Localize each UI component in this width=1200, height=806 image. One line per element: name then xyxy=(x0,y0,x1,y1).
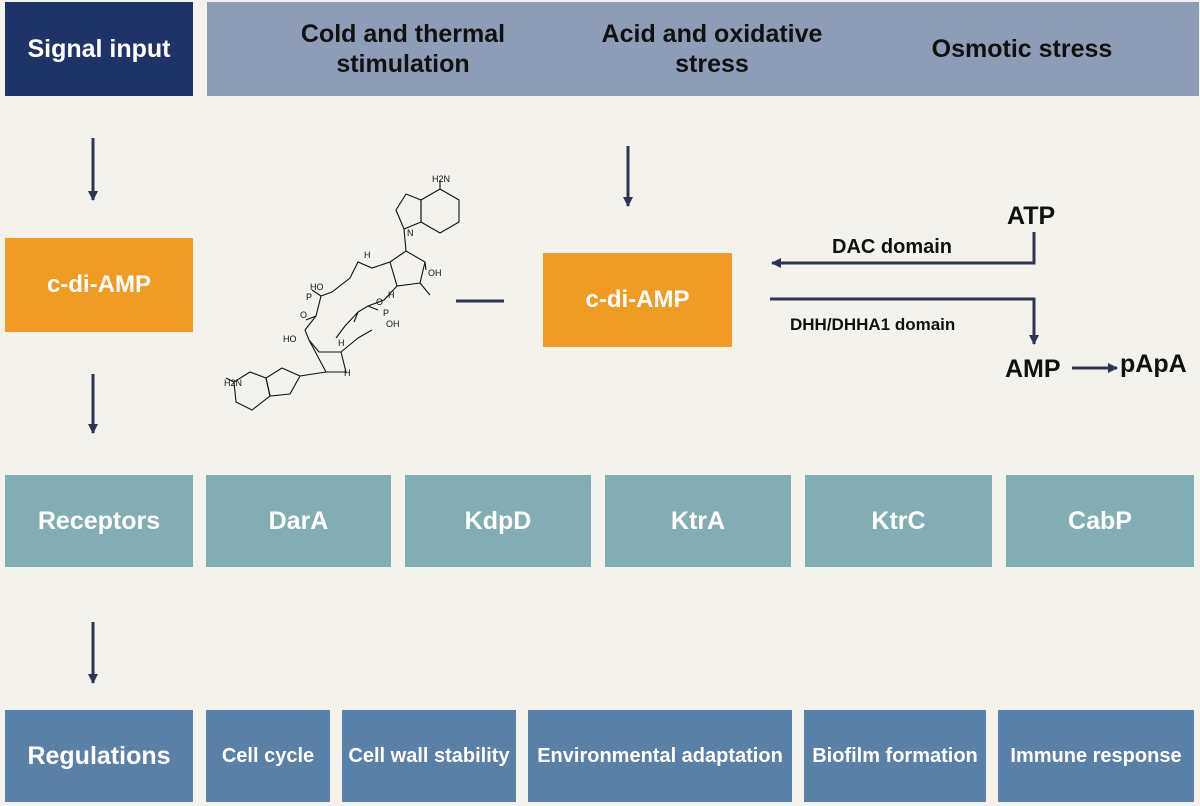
cdiamp-left-box: c-di-AMP xyxy=(5,238,193,332)
signal-acid-oxidative: Acid and oxidative stress xyxy=(601,20,823,78)
amp-label: AMP xyxy=(1005,355,1061,383)
atom-oh-top: OH xyxy=(428,268,442,278)
dhh-domain-label: DHH/DHHA1 domain xyxy=(790,315,956,334)
regulation-cell-cycle: Cell cycle xyxy=(206,710,330,802)
receptors-header: Receptors xyxy=(5,475,193,567)
atom-p1: P xyxy=(306,292,312,302)
atom-o-p2: O xyxy=(376,297,383,307)
regulation-cell-wall-stability: Cell wall stability xyxy=(342,710,516,802)
atom-nh2-top: H2N xyxy=(432,174,450,184)
atom-n: N xyxy=(407,228,414,238)
signal-cold-thermal: Cold and thermal stimulation xyxy=(300,20,506,78)
atom-oh-p2: OH xyxy=(386,319,400,329)
atom-h4: H xyxy=(344,368,351,378)
atom-h3: H xyxy=(338,338,345,348)
signal-osmotic-stress: Osmotic stress xyxy=(931,35,1113,63)
receptor-kdpd: KdpD xyxy=(405,475,591,567)
atom-o-p1: O xyxy=(300,310,307,320)
regulation-biofilm-formation: Biofilm formation xyxy=(804,710,986,802)
atom-nh2-bottom: H2N xyxy=(224,378,242,388)
signal-input-header: Signal input xyxy=(5,2,193,96)
atp-label: ATP xyxy=(1007,202,1056,230)
atom-ho-sugar: HO xyxy=(283,334,297,344)
receptor-ktra: KtrA xyxy=(605,475,791,567)
atom-h1: H xyxy=(364,250,371,260)
regulation-immune-response: Immune response xyxy=(998,710,1194,802)
cdiamp-center-box: c-di-AMP xyxy=(543,253,732,347)
papa-label: pApA xyxy=(1120,350,1187,378)
signal-input-band: Cold and thermal stimulation Acid and ox… xyxy=(207,2,1199,96)
regulations-header: Regulations xyxy=(5,710,193,802)
arrow-cdiamp-to-amp xyxy=(770,297,1039,345)
receptor-ktrc: KtrC xyxy=(805,475,992,567)
arrow-atp-to-cdiamp xyxy=(771,232,1036,268)
receptor-dara: DarA xyxy=(206,475,391,567)
receptor-cabp: CabP xyxy=(1006,475,1194,567)
regulation-environmental-adaptation: Environmental adaptation xyxy=(528,710,792,802)
atom-p2: P xyxy=(383,308,389,318)
atom-ho-p1: HO xyxy=(310,282,324,292)
dac-domain-label: DAC domain xyxy=(832,236,952,258)
atom-h2: H xyxy=(388,290,395,300)
